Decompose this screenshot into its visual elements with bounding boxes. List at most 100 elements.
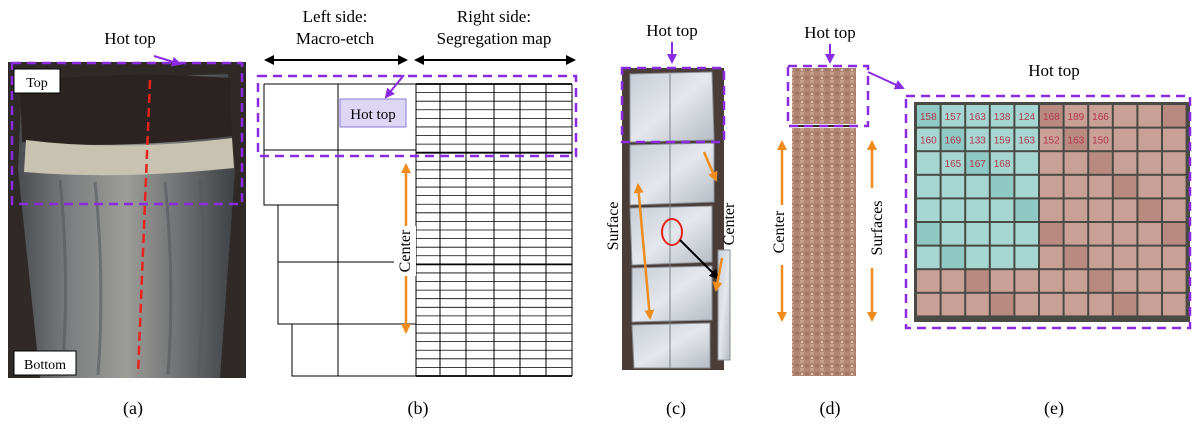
sample-block [1040,293,1063,316]
panel-c: Hot top Surface Center (c) [605,21,738,419]
sample-block [1064,246,1088,269]
sample-block [917,246,940,269]
sample-block [1163,246,1186,269]
sample-block [1113,223,1137,245]
caption-d: (d) [820,398,841,419]
caption-a: (a) [123,398,143,419]
panel-a: Top Bottom Hot top (a) [8,29,246,419]
sample-block [917,199,940,221]
segregation-grid [415,83,573,377]
sample-block [941,246,965,269]
sample-block [1015,270,1038,292]
sample-block [1089,293,1112,316]
caption-b: (b) [408,398,429,419]
sample-number: 168 [994,159,1011,170]
sample-block [917,223,940,245]
sample-block [990,199,1014,221]
left-side-subtitle: Macro-etch [296,29,375,48]
sample-block [1089,223,1112,245]
sample-block [1113,199,1137,221]
sample-block [1089,105,1112,127]
sample-block [917,175,940,198]
sample-block [966,152,989,174]
sample-block [966,293,989,316]
sample-block [941,105,965,127]
sample-block [966,175,989,198]
sample-block [1138,270,1161,292]
sample-circle [661,218,683,246]
sample-block [1040,175,1063,198]
sample-block [1163,223,1186,245]
sample-number: 163 [1018,135,1035,146]
sample-number: 160 [920,135,937,146]
sample-block [1138,128,1161,151]
center-samples-d [792,176,856,376]
sample-block [990,270,1014,292]
sample-block [1064,152,1088,174]
sample-number: 152 [1043,135,1060,146]
sample-block [1064,223,1088,245]
sample-block [1163,199,1186,221]
sample-number: 159 [994,135,1011,146]
sample-block [1113,293,1137,316]
surface-label-c: Surface [605,202,622,251]
hot-top-dashed-box-e [904,94,1192,330]
sample-block [1015,199,1038,221]
sample-block [966,223,989,245]
sample-block [1064,199,1088,221]
sample-block [1163,270,1186,292]
center-label-b: Center [397,229,414,272]
hot-top-dashed-box-b [256,74,578,158]
hot-top-samples-d [792,68,856,124]
sample-block [941,223,965,245]
sample-number: 167 [969,159,986,170]
sample-number: 169 [945,135,962,146]
sample-block [1064,175,1088,198]
sample-block [917,128,940,151]
sample-block [1015,105,1038,127]
sample-number: 133 [969,135,986,146]
sample-block [1064,270,1088,292]
sample-block [917,105,940,127]
hot-top-dashed-box-d [786,64,870,128]
sample-block [1089,128,1112,151]
sample-block [990,293,1014,316]
sample-block [941,270,965,292]
sample-block [1040,223,1063,245]
sample-block [966,246,989,269]
sample-block [941,175,965,198]
sample-block [990,105,1014,127]
sample-block [1015,128,1038,151]
sample-block [1040,128,1063,151]
sample-block [1040,270,1063,292]
sample-block [941,152,965,174]
sample-block [966,105,989,127]
sample-block [1015,293,1038,316]
sample-block [1163,128,1186,151]
sample-block [1113,128,1137,151]
sample-block [1089,246,1112,269]
surfaces-label-d: Surfaces [869,200,886,255]
hot-top-label-d: Hot top [804,23,855,42]
center-label-c: Center [721,202,738,245]
sample-block [1163,152,1186,174]
sample-block [966,199,989,221]
sample-block [1163,105,1186,127]
sample-number: 166 [1092,112,1109,123]
ingot-hot-top [20,74,232,145]
right-side-subtitle: Segregation map [437,29,552,48]
sample-number: 189 [1068,112,1085,123]
sample-number: 168 [1043,112,1060,123]
sample-block [1163,175,1186,198]
sample-block [1113,270,1137,292]
sample-block [990,175,1014,198]
sample-block [941,128,965,151]
sample-block [990,223,1014,245]
left-side-title: Left side: [303,7,368,26]
macro-etch-outline [263,83,416,377]
sample-block [990,152,1014,174]
sample-block [1040,105,1063,127]
sample-block [1163,293,1186,316]
